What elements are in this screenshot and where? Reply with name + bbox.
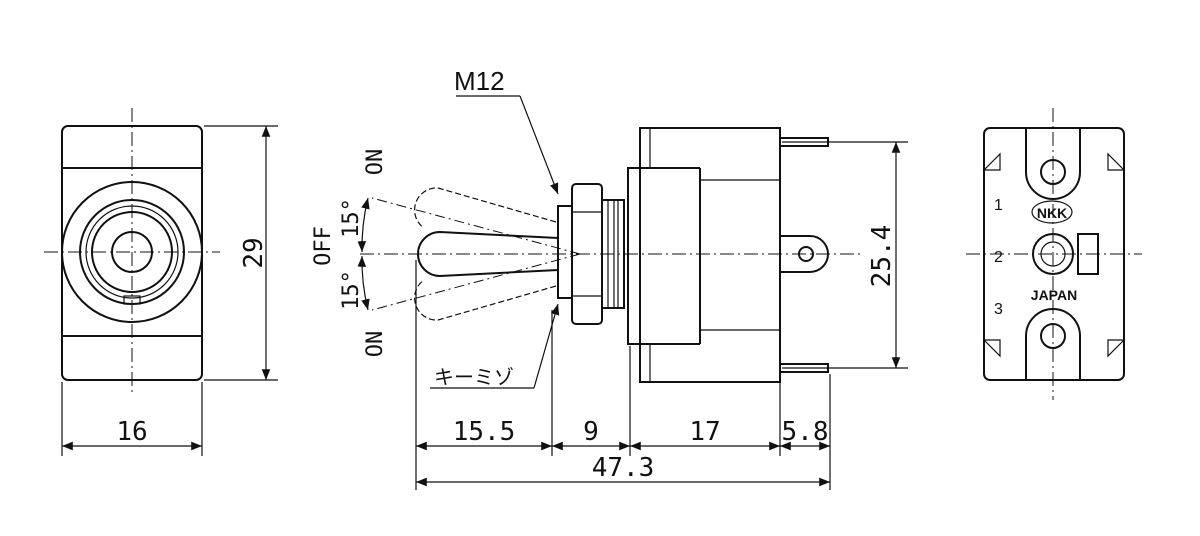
washer [557, 205, 573, 299]
dim-29-label: 29 [239, 237, 269, 268]
keyway-leader [533, 303, 560, 389]
body-flange [627, 167, 640, 345]
brand-logo [1031, 200, 1073, 224]
dim-9-label: 9 [583, 417, 599, 447]
brand-label: NKK [1037, 205, 1067, 221]
off-label: OFF [311, 226, 336, 266]
origin-label: JAPAN [1031, 287, 1077, 303]
dim-17-label: 17 [689, 417, 720, 447]
angle-bottom-label: 15° [339, 270, 364, 310]
on-top-label: ON [363, 149, 388, 176]
terminal-2-number: 2 [994, 249, 1003, 266]
dim-16-label: 16 [116, 417, 147, 447]
lever-on-top [414, 187, 557, 229]
terminal-2 [779, 235, 829, 273]
back-view: 1 2 3 NKK JAPAN [966, 108, 1142, 400]
terminal-3-number: 3 [994, 301, 1003, 318]
dim-5-8-label: 5.8 [782, 417, 829, 447]
dim-15-5-label: 15.5 [453, 417, 516, 447]
on-bottom-label: ON [363, 331, 388, 358]
back-body-outline [983, 127, 1125, 381]
dim-47-3-label: 47.3 [592, 453, 655, 483]
lever-on-bottom [414, 279, 557, 321]
m12-leader [519, 95, 559, 195]
keyway-label: キーミゾ [434, 366, 514, 389]
terminal-1-number: 1 [994, 197, 1003, 214]
dim-25-4-label: 25.4 [867, 225, 897, 288]
thread-label: M12 [454, 66, 505, 96]
front-view: 29 16 [44, 108, 278, 456]
side-view: M12 キーミゾ ON OFF 15° 15° ON 25.4 15.5 9 1… [311, 66, 908, 490]
angle-top-label: 15° [339, 198, 364, 238]
